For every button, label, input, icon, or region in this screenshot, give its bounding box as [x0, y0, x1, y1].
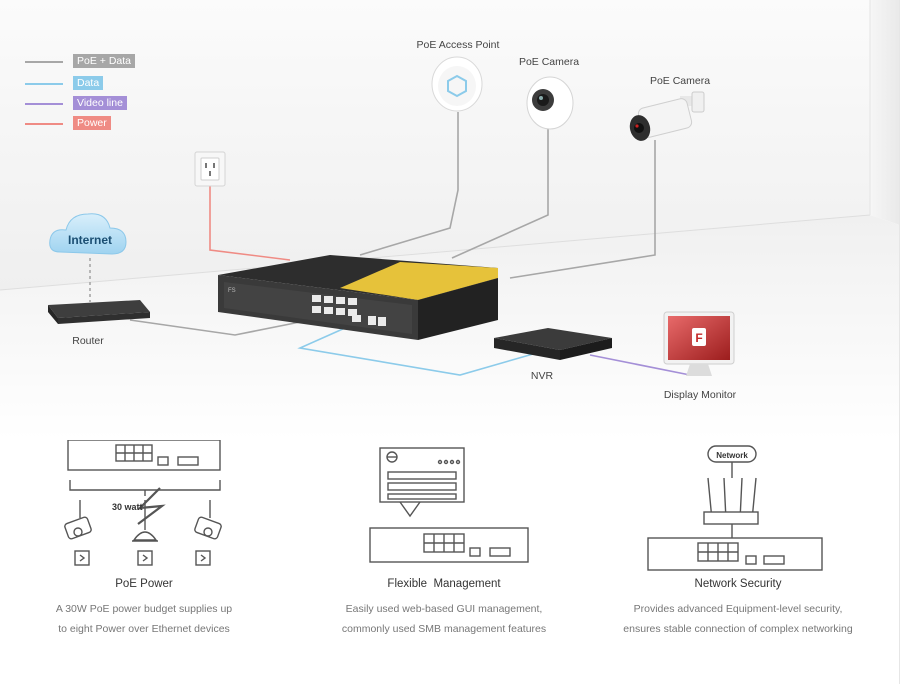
access-point-icon	[431, 56, 483, 112]
legend-swatch	[25, 123, 63, 125]
management-illustration	[369, 447, 529, 563]
feature-desc-line: A 30W PoE power budget supplies up	[55, 603, 233, 615]
data-cable-nvr	[297, 327, 541, 376]
camera-icon-left	[64, 516, 92, 566]
poe-cable-bullet	[509, 140, 656, 279]
nvr-icon	[494, 328, 612, 360]
legend-label: Data	[73, 76, 104, 90]
feature-poe-power: PoE Power A 30W PoE power budget supplie…	[0, 575, 294, 639]
router-label: Router	[72, 335, 104, 347]
dome-camera-icon	[526, 76, 574, 130]
network-badge: Network	[716, 451, 748, 460]
poe-power-illustration	[67, 440, 221, 530]
feature-flexible-management: Flexible Management Easily used web-base…	[294, 575, 594, 639]
display-monitor-icon: F	[663, 311, 735, 376]
wall-outlet	[194, 151, 226, 187]
poe-cable-router	[129, 319, 301, 336]
dome-camera-label: PoE Camera	[519, 56, 579, 68]
svg-text:F: F	[695, 331, 702, 345]
legend-swatch	[25, 83, 63, 85]
svg-text:FS: FS	[228, 288, 236, 294]
feature-description: A 30W PoE power budget supplies up to ei…	[0, 599, 294, 639]
watt-callout: 30 watt	[112, 502, 143, 512]
video-cable	[589, 354, 691, 376]
camera-icon-right	[194, 516, 222, 566]
dome-icon-middle	[132, 531, 158, 566]
feature-desc-line: ensures stable connection of complex net…	[623, 623, 853, 635]
feature-desc-line: to eight Power over Ethernet devices	[58, 623, 230, 635]
legend-label: PoE + Data	[73, 54, 135, 68]
nvr-label: NVR	[531, 370, 554, 382]
bullet-camera-label: PoE Camera	[650, 75, 710, 87]
feature-desc-line: Provides advanced Equipment-level securi…	[633, 603, 843, 615]
power-cable	[209, 185, 291, 261]
monitor-label: Display Monitor	[664, 389, 737, 401]
feature-description: Easily used web-based GUI management, co…	[294, 599, 594, 639]
feature-illustrations: 30 watt Network	[64, 440, 823, 571]
poe-cable-dome	[451, 128, 549, 259]
feature-desc-line: commonly used SMB management features	[341, 623, 547, 635]
network-scene: Internet FS F PoE A	[0, 0, 900, 440]
feature-description: Provides advanced Equipment-level securi…	[588, 599, 888, 639]
cables	[89, 112, 691, 376]
feature-title: Flexible Management	[387, 578, 501, 590]
internet-cloud-icon	[49, 213, 127, 255]
feature-title: PoE Power	[115, 578, 173, 590]
network-security-illustration	[647, 445, 823, 571]
router-icon	[48, 300, 150, 324]
feature-title: Network Security	[694, 578, 782, 590]
legend-swatch	[25, 61, 63, 63]
access-point-label: PoE Access Point	[417, 39, 500, 51]
feature-network-security: Network Security Provides advanced Equip…	[588, 575, 888, 639]
legend-label: Power	[73, 116, 111, 130]
internet-label: Internet	[68, 233, 112, 247]
feature-desc-line: Easily used web-based GUI management,	[345, 603, 543, 615]
poe-cable-ap	[359, 112, 459, 256]
poe-switch-icon: FS	[218, 255, 498, 340]
legend-label: Video line	[73, 96, 127, 110]
bullet-camera-icon	[629, 91, 705, 141]
legend-swatch	[25, 103, 63, 105]
